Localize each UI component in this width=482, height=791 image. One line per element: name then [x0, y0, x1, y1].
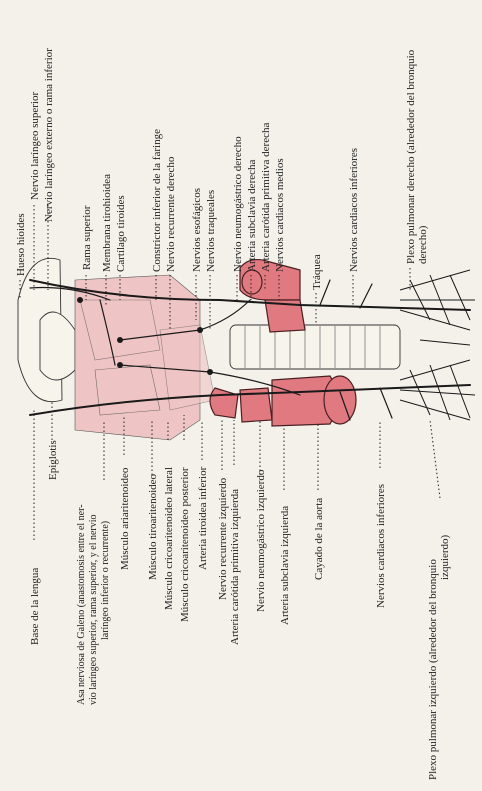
label-arteria-carotida-primitiva-izquierda: Arteria carótida primitiva izquierda	[229, 489, 241, 645]
label-asa-galeno-2: vio laríngeo superior, rama superior, y …	[88, 514, 99, 705]
label-plexo-pulmonar-izquierdo-2: izquierdo)	[439, 534, 451, 580]
left-labels: Base de la lengua Epiglotis Asa nerviosa…	[29, 400, 451, 780]
label-nervio-laringeo-superior: Nervio laríngeo superior	[29, 92, 41, 200]
label-musculo-cricoaritenoideo-lateral: Músculo cricoaritenoideo lateral	[163, 467, 175, 610]
label-nervios-traqueales: Nervios traqueales	[205, 190, 217, 272]
label-nervios-esofagicos: Nervios esofágicos	[191, 188, 203, 272]
label-asa-galeno-3: laríngeo inferior o recurrente)	[100, 521, 111, 640]
label-nervio-recurrente-derecho: Nervio recurrente derecho	[165, 156, 177, 272]
label-arteria-tiroidea-inferior: Arteria tiroidea inferior	[197, 466, 209, 570]
label-musculo-ariaritenoideo: Músculo ariaritenoideo	[119, 467, 131, 570]
label-base-lengua: Base de la lengua	[29, 568, 41, 645]
label-cayado-aorta: Cayado de la aorta	[313, 498, 325, 580]
left-common-carotid	[210, 388, 238, 418]
label-rama-superior: Rama superior	[81, 205, 93, 270]
illustration	[18, 258, 475, 440]
label-arteria-subclavia-izquierda: Arteria subclavia izquierda	[279, 506, 291, 625]
right-artery-cut	[242, 270, 262, 294]
label-plexo-pulmonar-derecho-1: Plexo pulmonar derecho (alrededor del br…	[405, 49, 417, 264]
pulmonary-plexus	[400, 270, 475, 420]
label-arteria-subclavia-derecha: Arteria subclavia derecha	[246, 160, 258, 272]
label-constrictor-inferior: Constrictor inferior de la faringe	[151, 129, 163, 272]
label-arteria-carotida-primitiva-derecha: Arteria carótida primitiva derecha	[260, 123, 272, 272]
label-plexo-pulmonar-izquierdo-1: Plexo pulmonar izquierdo (alrededor del …	[427, 559, 439, 780]
label-nervio-neumogastrico-derecho: Nervio neumogástrico derecho	[232, 136, 244, 272]
label-membrana-tirohioidea: Membrana tirohioidea	[101, 174, 113, 272]
aorta-cut	[324, 376, 356, 424]
label-asa-galeno-1: Asa nerviosa de Galeno (anastomosis entr…	[76, 504, 87, 705]
arytenoid-muscle	[95, 365, 160, 415]
epiglottis	[40, 312, 75, 380]
label-nervios-cardiacos-inferiores-izq: Nervios cardiacos inferiores	[375, 484, 387, 608]
label-nervio-recurrente-izquierdo: Nervio recurrente izquierdo	[217, 477, 229, 600]
label-epiglotis: Epiglotis	[47, 440, 59, 480]
label-nervios-cardiacos-medios: Nervios cardiacos medios	[274, 158, 286, 272]
label-traquea: Tráquea	[311, 254, 323, 290]
label-nervio-neumogastrico-izquierdo: Nervio neumogástrico izquierdo	[255, 469, 267, 612]
label-plexo-pulmonar-derecho-2: derecho)	[417, 225, 429, 264]
label-musculo-tiroaritenoideo: Músculo tiroaritenoideo	[147, 473, 159, 580]
label-hueso-hioides: Hueso hioides	[15, 213, 27, 276]
label-nervios-cardiacos-inferiores-der: Nervios cardiacos inferiores	[348, 148, 360, 272]
trachea	[230, 325, 400, 369]
label-musculo-cricoaritenoideo-posterior: Músculo cricoaritenoideo posterior	[179, 467, 191, 622]
label-cartilago-tiroides: Cartílago tiroides	[115, 195, 127, 272]
label-nervio-laringeo-externo: Nervio laríngeo externo o rama inferior	[43, 48, 55, 222]
